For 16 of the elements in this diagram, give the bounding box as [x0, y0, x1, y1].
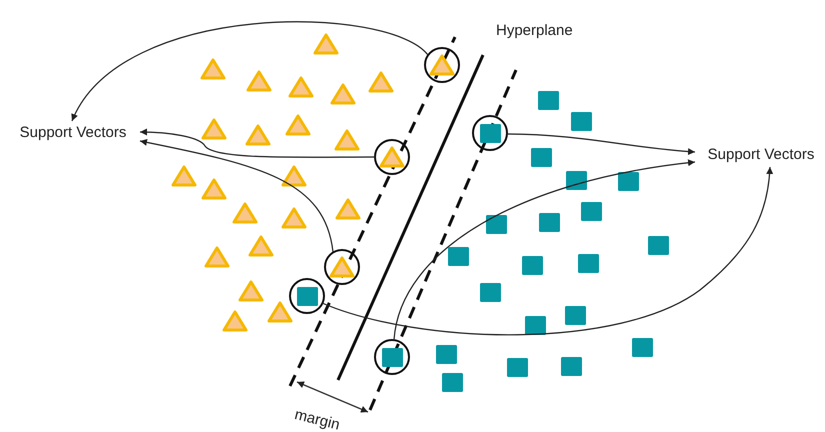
support-vectors-label: Support Vectors — [697, 145, 825, 165]
support-vectors-label: Support Vectors — [8, 123, 138, 143]
arrow — [140, 138, 334, 252]
support-vector-circle — [374, 339, 410, 375]
arrow — [322, 166, 773, 336]
support-vector-circle — [472, 115, 508, 151]
arrow — [71, 21, 428, 122]
support-vector-circle — [424, 47, 460, 83]
margin-label: margin — [292, 406, 342, 432]
support-vector-circle — [324, 249, 360, 285]
support-vector-circle — [289, 278, 325, 314]
support-vector-circle — [374, 139, 410, 175]
arrow — [393, 159, 696, 340]
arrow — [140, 128, 375, 158]
hyperplane-label: Hyperplane — [496, 22, 573, 40]
arrow — [507, 133, 696, 155]
